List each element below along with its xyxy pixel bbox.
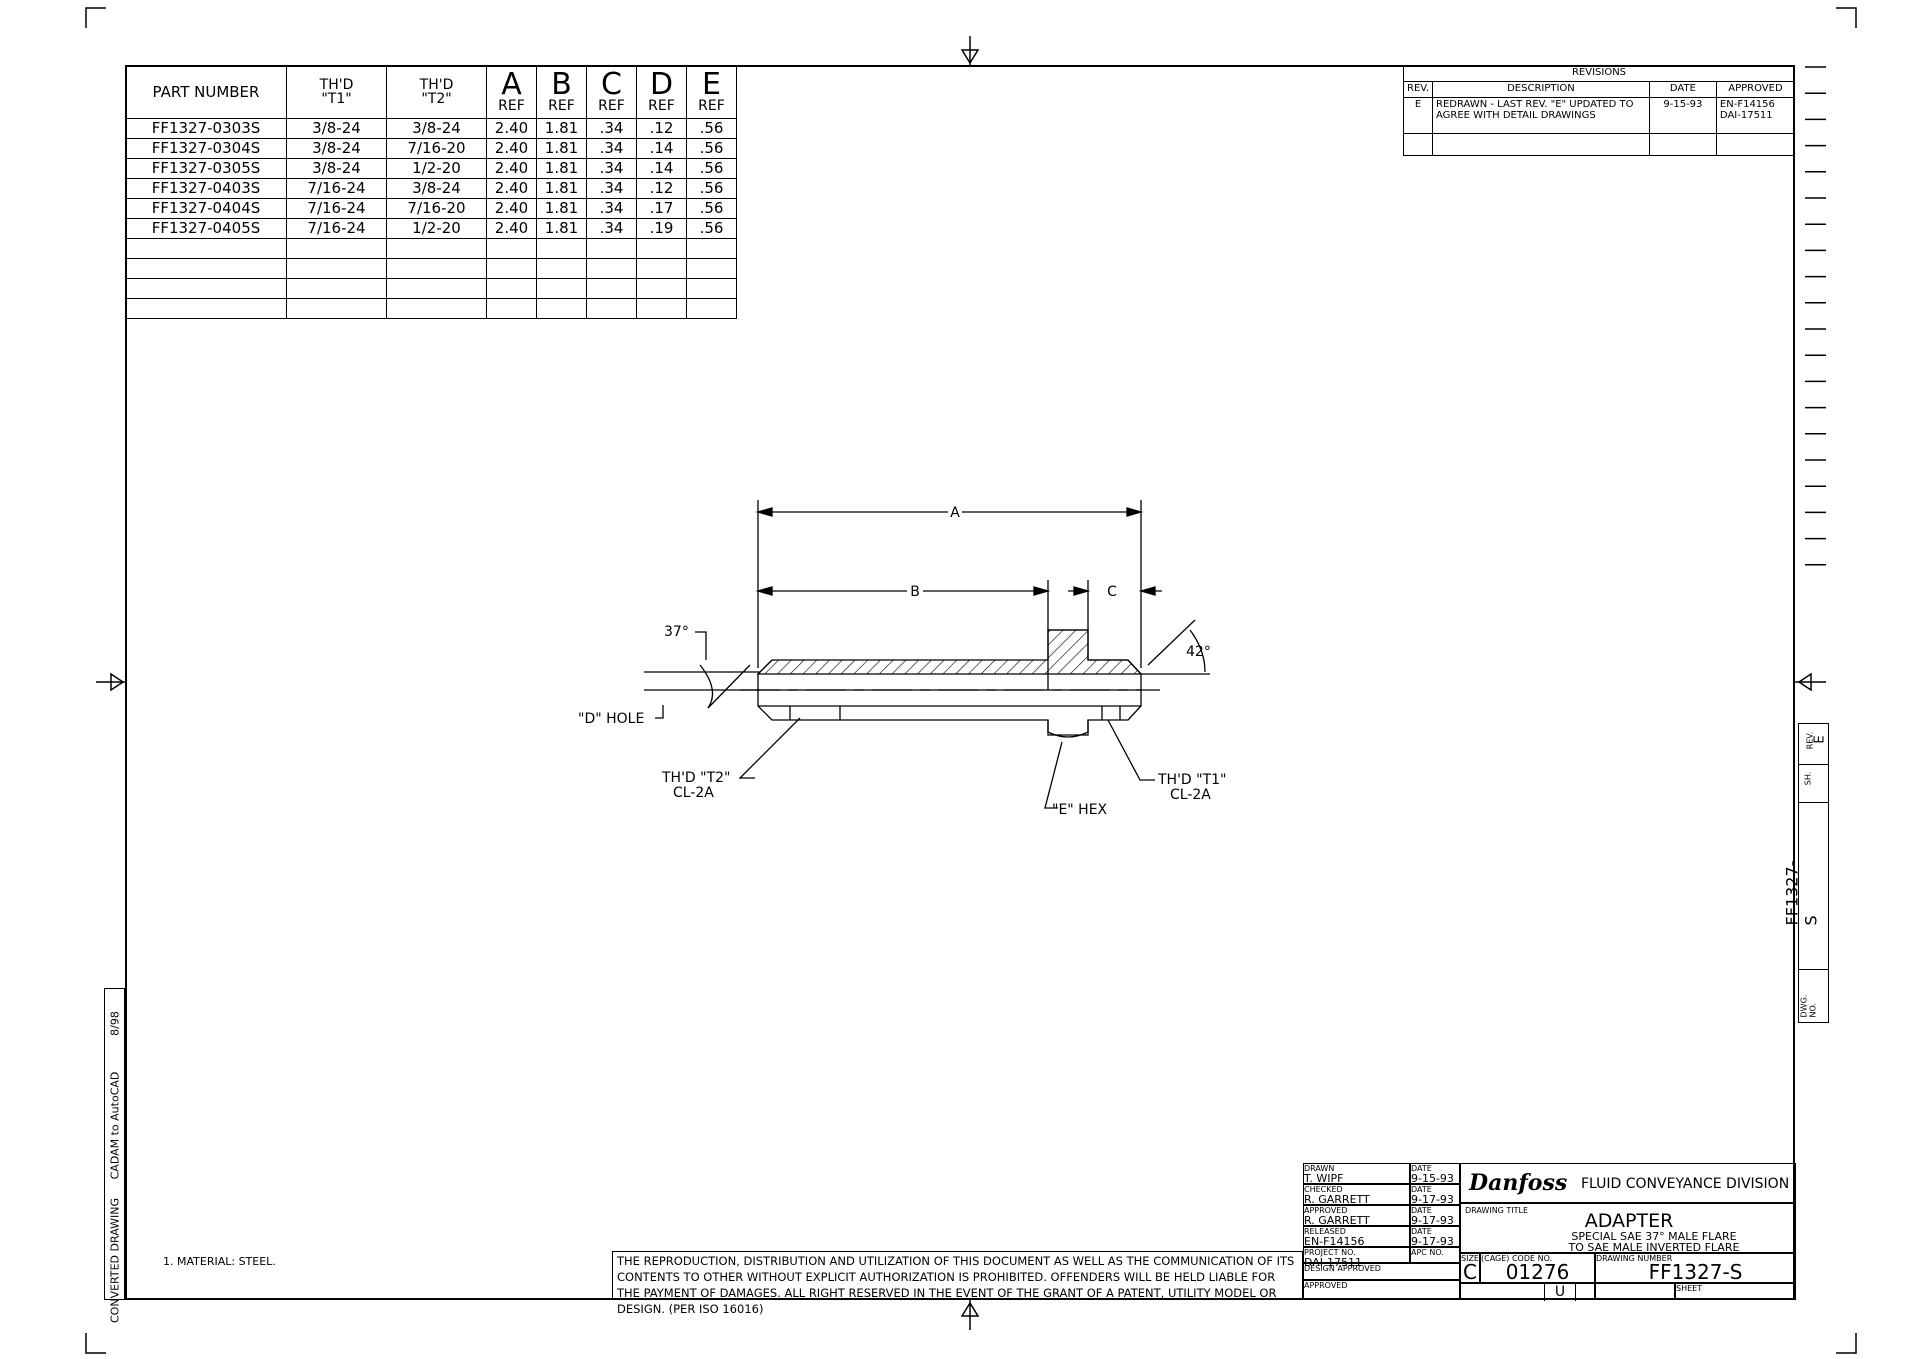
dim-a-label: A <box>950 505 960 521</box>
table-cell: 7/16-24 <box>286 218 387 239</box>
table-cell: 3/8-24 <box>286 138 387 159</box>
table-cell: .56 <box>686 178 737 199</box>
header-thd-t1: TH'D "T1" <box>286 65 387 119</box>
rev-letter: E <box>1812 735 1828 744</box>
table-cell: 1.81 <box>536 218 587 239</box>
drawn-by: T. WIPF <box>1304 1172 1344 1185</box>
table-cell: 7/16-24 <box>286 178 387 199</box>
material-note: 1. MATERIAL: STEEL. <box>163 1255 276 1268</box>
cage-code: 01276 <box>1505 1260 1570 1284</box>
thd-t1-class: CL-2A <box>1170 787 1211 803</box>
dwg-number-vertical: FF1327-S <box>1782 860 1821 926</box>
header-part-number: PART NUMBER <box>125 65 287 119</box>
table-cell: .19 <box>636 218 687 239</box>
revision-date: 9-15-93 <box>1648 97 1717 134</box>
danfoss-logo: Danfoss <box>1469 1170 1568 1196</box>
table-cell: .14 <box>636 138 687 159</box>
project-number: DAI-17511 <box>1304 1256 1363 1269</box>
dim-c-label: C <box>1107 584 1117 600</box>
dim-b-label: B <box>910 584 920 600</box>
table-cell: 1.81 <box>536 138 587 159</box>
thd-t1-label: TH'D "T1" <box>1157 772 1227 788</box>
d-hole-label: "D" HOLE <box>578 711 644 727</box>
table-cell: 2.40 <box>486 218 537 239</box>
converted-label: CONVERTED DRAWING <box>108 1198 121 1323</box>
legal-notice: THE REPRODUCTION, DISTRIBUTION AND UTILI… <box>612 1251 1303 1316</box>
table-cell: .34 <box>586 198 637 219</box>
angle-42-label: 42° <box>1186 644 1211 660</box>
division-name: FLUID CONVEYANCE DIVISION <box>1581 1176 1790 1192</box>
approved-by: R. GARRETT <box>1304 1214 1370 1227</box>
table-cell: .56 <box>686 158 737 179</box>
thd-t2-class: CL-2A <box>673 785 714 801</box>
table-cell: 2.40 <box>486 118 537 139</box>
conversion-strip: CONVERTED DRAWING CADAM to AutoCAD 8/98 <box>104 988 125 1323</box>
table-cell: .34 <box>586 218 637 239</box>
table-cell: .34 <box>586 178 637 199</box>
angle-37-label: 37° <box>664 624 689 640</box>
revision-row: E REDRAWN - LAST REV. "E" UPDATED TO AGR… <box>1403 97 1796 134</box>
table-row <box>125 258 737 279</box>
table-cell: 1.81 <box>536 198 587 219</box>
conversion-date: 8/98 <box>108 1011 121 1036</box>
table-cell: .14 <box>636 158 687 179</box>
checked-by: R. GARRETT <box>1304 1193 1370 1206</box>
part-number-cell: FF1327-0304S <box>125 138 287 159</box>
table-cell: .12 <box>636 118 687 139</box>
table-cell: 7/16-20 <box>386 198 487 219</box>
revisions-table: REVISIONS REV. DESCRIPTION DATE APPROVED… <box>1403 65 1796 156</box>
table-cell: .12 <box>636 178 687 199</box>
table-row <box>125 238 737 259</box>
cadam-label: CADAM to AutoCAD <box>108 1071 121 1180</box>
dwg-number-box: REV. E SH. DWG. NO. FF1327-S <box>1782 723 1829 1023</box>
e-hex-label: "E" HEX <box>1052 802 1108 818</box>
table-cell: 1.81 <box>536 158 587 179</box>
thd-t2-label: TH'D "T2" <box>661 770 731 786</box>
sheet-size: C <box>1463 1260 1477 1284</box>
part-number-cell: FF1327-0303S <box>125 118 287 139</box>
header-thd-t2: TH'D "T2" <box>386 65 487 119</box>
drawing-number: FF1327-S <box>1648 1260 1743 1284</box>
drawing-title: ADAPTER <box>1584 1210 1674 1232</box>
table-row <box>125 298 737 319</box>
released-by: EN-F14156 <box>1304 1235 1365 1248</box>
